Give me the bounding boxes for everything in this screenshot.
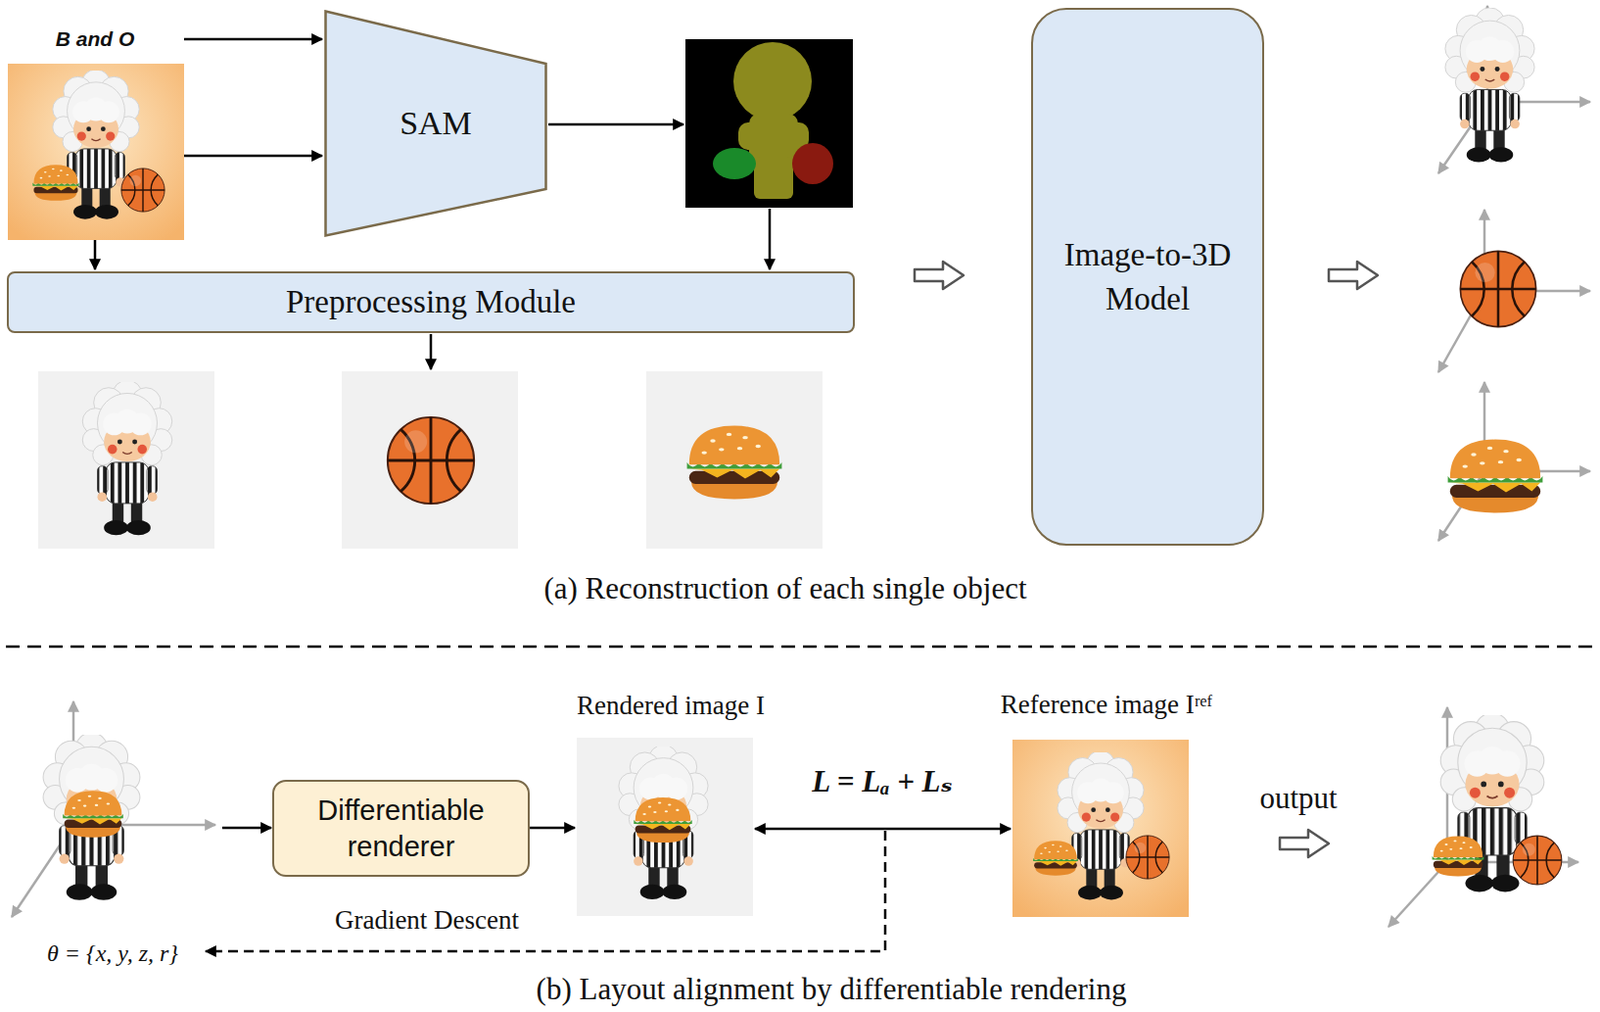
image-label: Rendered image I bbox=[576, 690, 765, 721]
hollow-arrow bbox=[914, 261, 964, 289]
renderer-box: Differentiable renderer bbox=[272, 779, 530, 877]
node-text: Differentiable renderer bbox=[283, 792, 518, 864]
flow-arrow bbox=[429, 333, 433, 370]
node-text: Preprocessing Module bbox=[285, 282, 576, 323]
scene-initial bbox=[43, 732, 141, 900]
object-crop bbox=[687, 425, 783, 500]
loss-formula: L = Lₐ + Lₛ bbox=[811, 762, 953, 800]
scene-output bbox=[1432, 836, 1485, 877]
trapezoid-outline bbox=[326, 11, 547, 236]
object-crop bbox=[341, 371, 518, 549]
input-image bbox=[121, 168, 165, 212]
scene-output bbox=[1432, 712, 1562, 893]
reference-image bbox=[1126, 835, 1170, 879]
node-text: SAM bbox=[399, 103, 472, 144]
scene-initial bbox=[43, 732, 141, 900]
arrow-label: Gradient Descent bbox=[334, 904, 519, 936]
3d-object bbox=[1445, 7, 1544, 514]
image-label: Reference image Iʳᵉᶠ bbox=[1000, 689, 1213, 720]
segmentation-mask bbox=[685, 39, 853, 208]
rendered-image bbox=[618, 744, 708, 899]
flow-arrow bbox=[222, 826, 272, 830]
object-crop bbox=[646, 371, 823, 549]
input-image bbox=[32, 164, 79, 201]
reference-image bbox=[1057, 750, 1144, 899]
segmentation-mask bbox=[712, 147, 756, 180]
3d-object bbox=[1445, 7, 1535, 163]
flow-arrow bbox=[548, 123, 684, 127]
object-crop bbox=[38, 371, 215, 549]
hollow-arrow bbox=[1279, 829, 1329, 857]
3d-object bbox=[1448, 439, 1544, 514]
reference-image bbox=[1012, 739, 1189, 917]
coordinate-axes bbox=[11, 701, 1579, 927]
parameter-label: θ = {x, y, z, r} bbox=[47, 940, 179, 967]
segmentation-mask bbox=[733, 42, 812, 121]
process-box: Preprocessing Module bbox=[6, 271, 855, 333]
rendered-image bbox=[633, 797, 692, 843]
object-crop bbox=[82, 379, 172, 535]
hollow-arrow bbox=[1328, 261, 1378, 289]
flow-arrow bbox=[768, 208, 772, 270]
coordinate-axes bbox=[1438, 5, 1591, 541]
node-text: Image-to-3D Model bbox=[1042, 233, 1253, 321]
input-label: B and O bbox=[55, 27, 136, 51]
segmentation-mask bbox=[753, 156, 794, 199]
input-image bbox=[7, 63, 185, 240]
flow-arrow bbox=[184, 38, 323, 42]
encoder-trapezoid: SAM bbox=[324, 9, 548, 237]
flow-arrow bbox=[94, 239, 97, 270]
flow-arrow bbox=[754, 827, 1011, 831]
divider bbox=[5, 645, 1595, 649]
reference-image bbox=[1012, 739, 1189, 917]
segmentation-mask bbox=[685, 39, 853, 208]
flow-arrow bbox=[529, 826, 575, 830]
output-label: output bbox=[1259, 780, 1337, 816]
rendered-image bbox=[576, 737, 753, 916]
segmentation-mask bbox=[792, 142, 834, 185]
rendered-image bbox=[576, 737, 753, 916]
caption: (b) Layout alignment by differentiable r… bbox=[536, 971, 1128, 1007]
scene-initial bbox=[62, 790, 124, 838]
object-crop bbox=[387, 417, 474, 504]
caption: (a) Reconstruction of each single object bbox=[543, 570, 1027, 607]
flow-arrow bbox=[184, 154, 323, 158]
input-image bbox=[7, 63, 185, 240]
reference-image bbox=[1033, 840, 1079, 875]
segmentation-mask bbox=[738, 122, 809, 150]
3d-object bbox=[1459, 250, 1536, 327]
model-box: Image-to-3D Model bbox=[1031, 7, 1265, 546]
object-crop bbox=[38, 371, 823, 549]
scene-output bbox=[1512, 835, 1562, 885]
